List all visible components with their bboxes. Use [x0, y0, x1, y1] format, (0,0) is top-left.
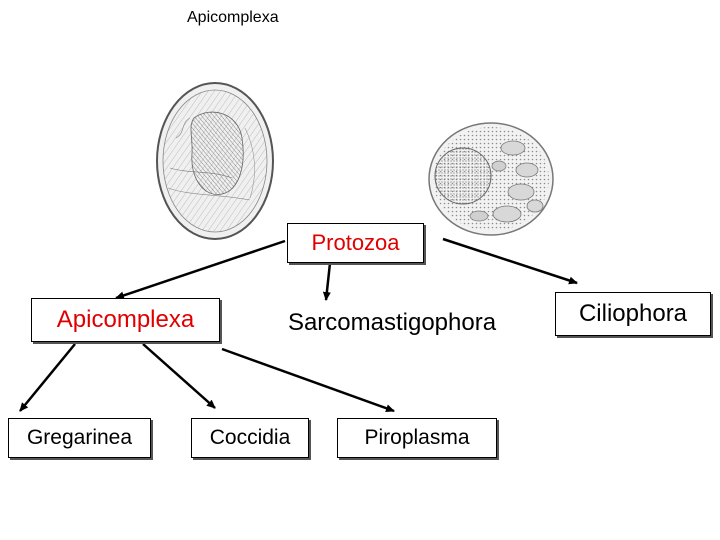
node-piroplasma: Piroplasma	[337, 418, 497, 458]
cyst-illustration	[428, 122, 554, 236]
page-title: Apicomplexa	[187, 9, 279, 26]
node-ciliophora: Ciliophora	[555, 292, 711, 336]
node-coccidia: Coccidia	[191, 418, 309, 458]
node-apicomplexa: Apicomplexa	[31, 298, 220, 342]
arrow-protozoa-to-apicomplexa	[115, 239, 286, 300]
arrow-protozoa-to-sarcomastigophora	[322, 262, 332, 301]
arrow-apicomplexa-to-gregarinea	[19, 343, 76, 412]
arrow-protozoa-to-ciliophora	[442, 237, 578, 285]
node-sarcomastigophora: Sarcomastigophora	[258, 302, 526, 344]
oocyst-illustration	[156, 82, 274, 240]
arrow-apicomplexa-to-coccidia	[142, 343, 216, 409]
node-gregarinea: Gregarinea	[8, 418, 151, 458]
arrow-apicomplexa-to-piroplasma	[221, 347, 395, 413]
node-protozoa: Protozoa	[287, 223, 424, 263]
